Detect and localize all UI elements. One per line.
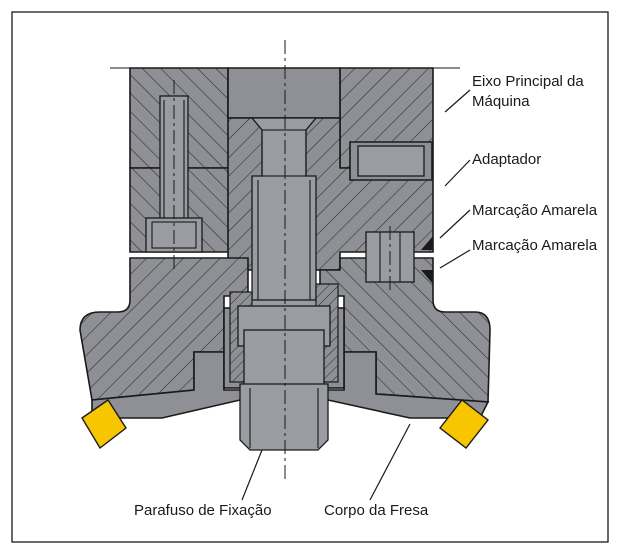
diagram-frame: [11, 11, 609, 543]
leaders: [241, 89, 471, 501]
label-adapter: Adaptador: [472, 151, 541, 168]
threaded-sleeve: [229, 283, 339, 391]
yellow-mark-icon: [421, 270, 433, 284]
cutting-insert-left-icon: [81, 399, 127, 450]
cutting-insert-right-icon: [439, 399, 489, 449]
label-machine-spindle-2: Máquina: [472, 93, 530, 110]
yellow-mark-icon: [421, 236, 433, 250]
label-yellow-mark-1: Marcação Amarela: [472, 202, 598, 219]
label-cutter-body: Corpo da Fresa: [324, 502, 429, 519]
label-yellow-mark-2: Marcação Amarela: [472, 237, 598, 254]
label-clamp-screw: Parafuso de Fixação: [134, 502, 272, 519]
label-machine-spindle: Eixo Principal da: [472, 73, 584, 90]
screw-head: [239, 383, 329, 451]
